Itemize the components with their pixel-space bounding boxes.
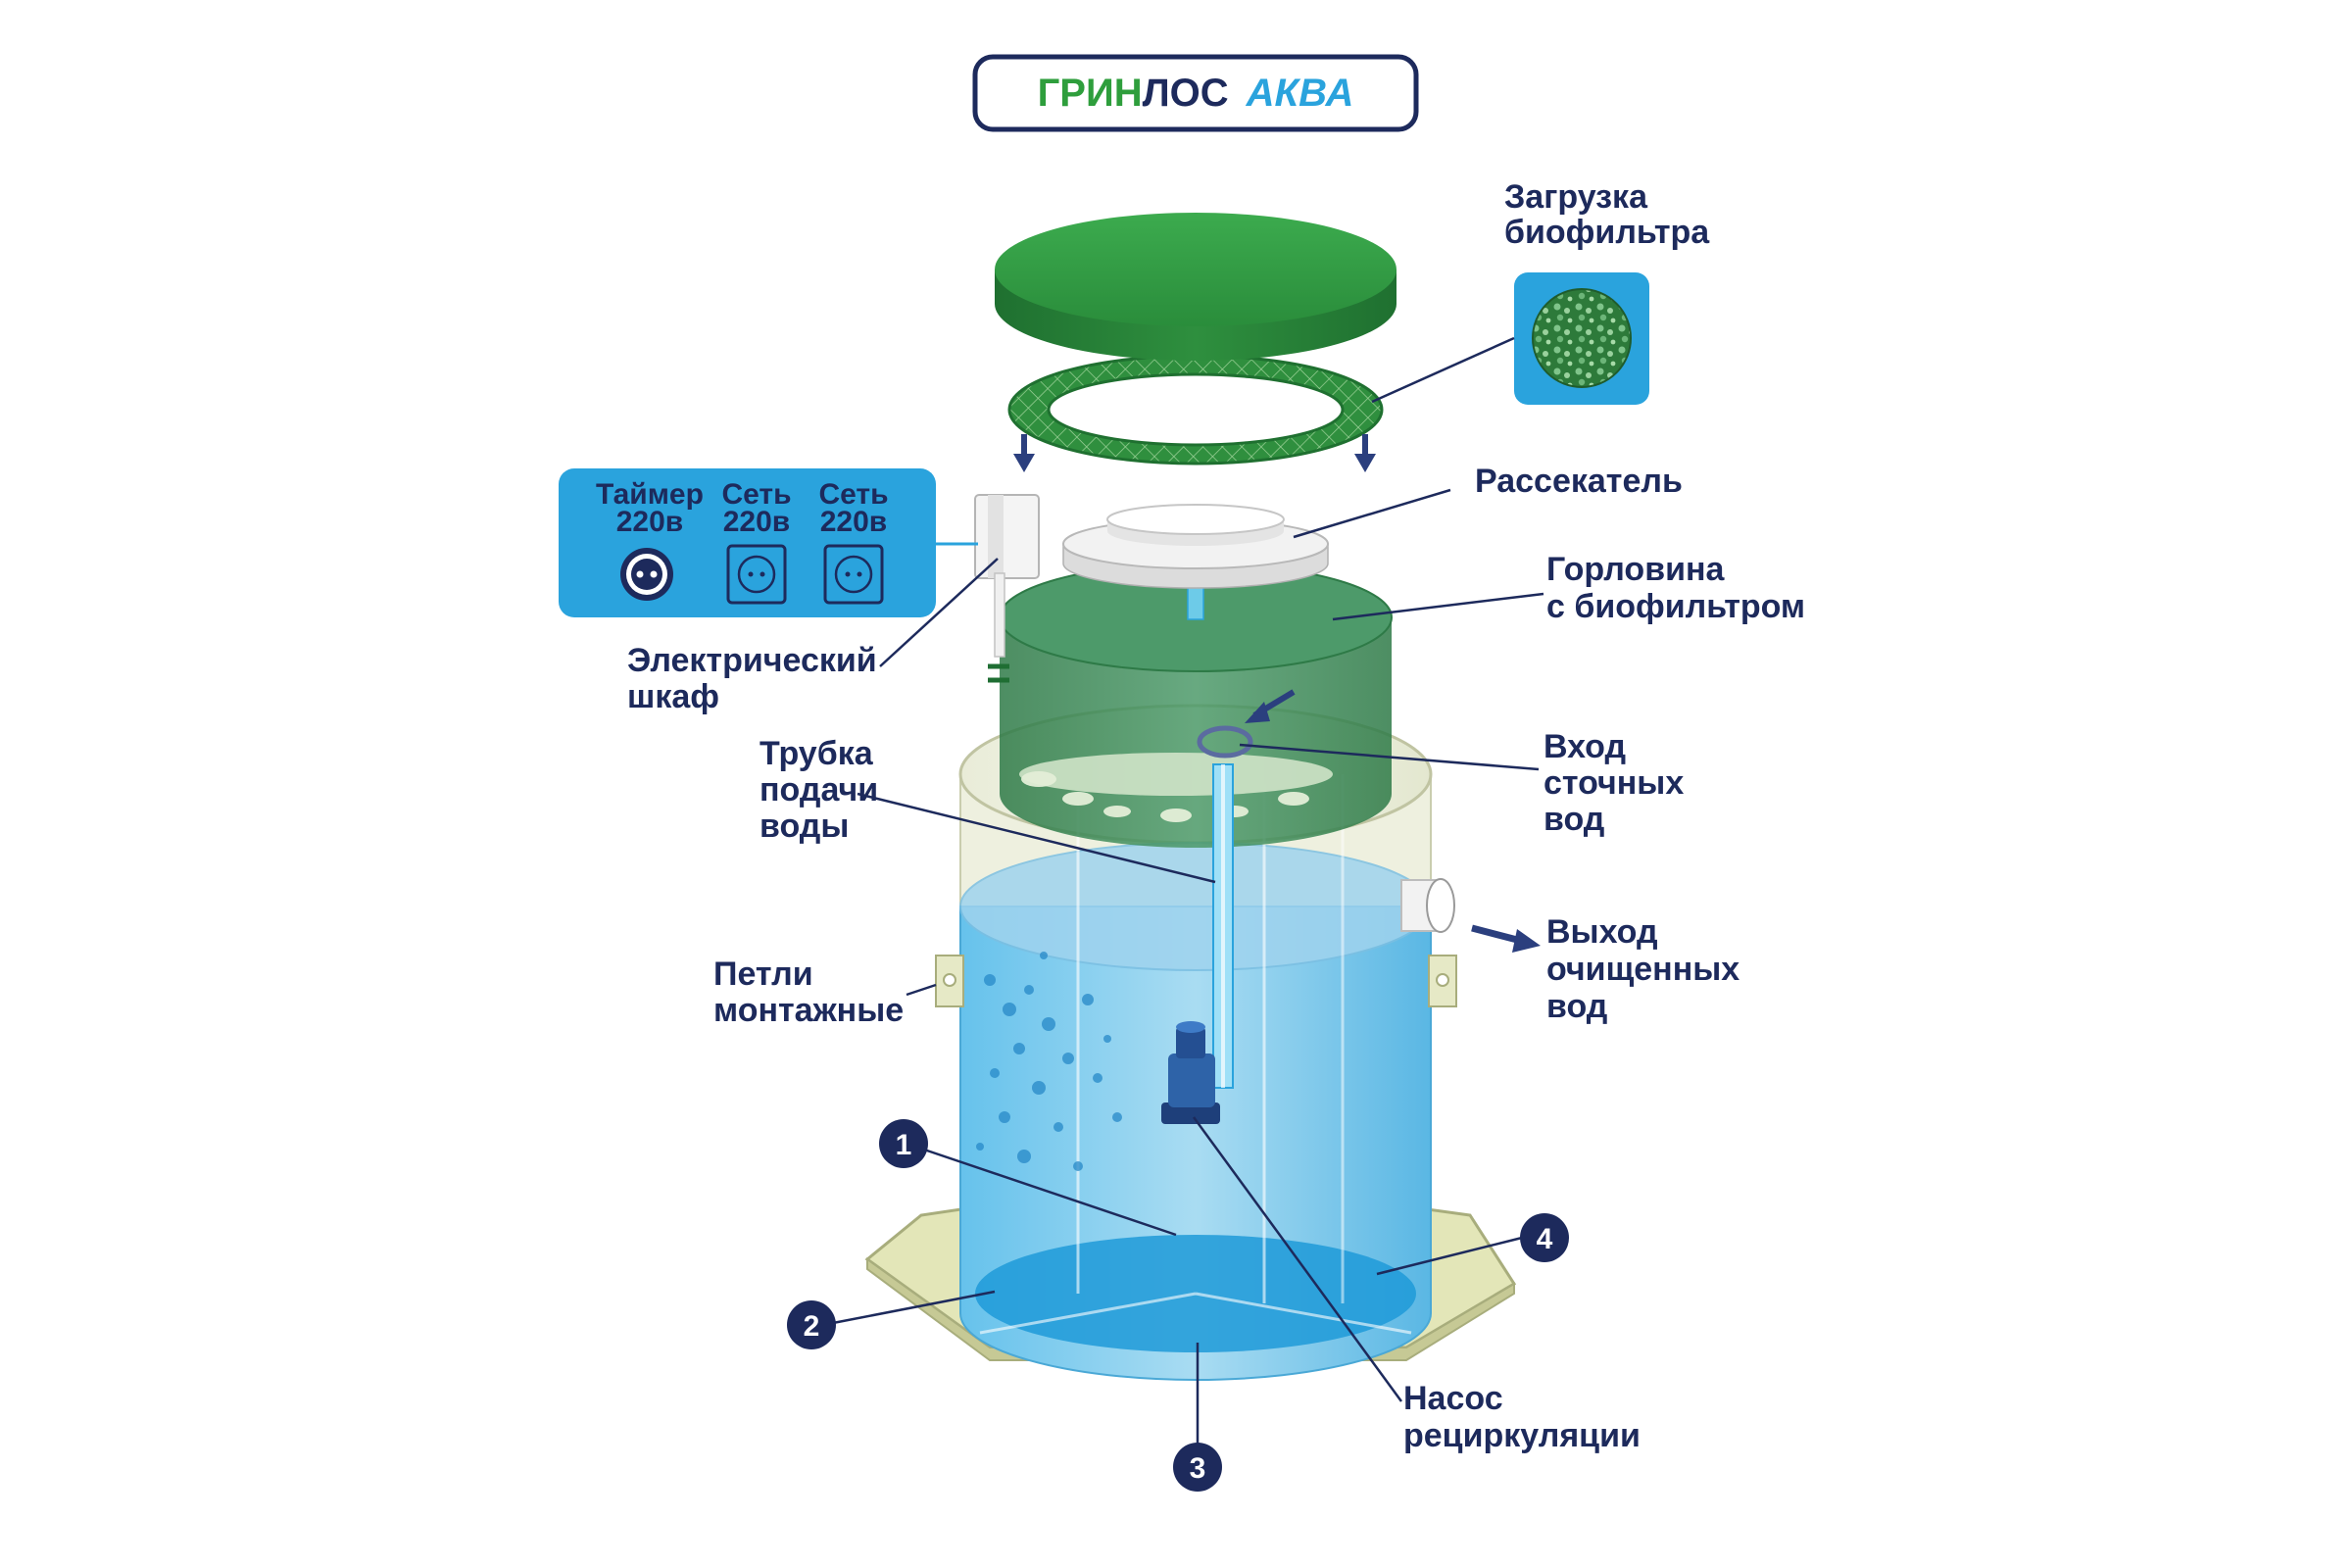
lid bbox=[995, 213, 1396, 361]
marker-1: 1 bbox=[879, 1119, 928, 1168]
logo-part-grin: ГРИН bbox=[1038, 72, 1143, 115]
leader-marker-1 bbox=[920, 1147, 1177, 1237]
socket-timer-voltage: 220в bbox=[616, 506, 684, 538]
socket-panel: Таймер 220в Сеть 220в Сеть 220в bbox=[559, 468, 978, 617]
biofilter-load-ring bbox=[1007, 354, 1384, 466]
leader-marker-4 bbox=[1376, 1236, 1523, 1276]
marker-4-label: 4 bbox=[1537, 1223, 1553, 1255]
logo-text: ГРИНЛОС АКВА bbox=[1038, 72, 1354, 115]
down-arrow-left-icon bbox=[1013, 434, 1035, 472]
leader-pump bbox=[1192, 1116, 1403, 1402]
socket-network-2-voltage: 220в bbox=[820, 506, 888, 538]
label-outlet: Выход очищенных вод bbox=[1546, 913, 1749, 1025]
electrical-cabinet bbox=[974, 494, 1040, 658]
label-loops: Петли монтажные bbox=[713, 956, 904, 1029]
biofilter-load-swatch bbox=[1514, 272, 1649, 405]
diffuser bbox=[1062, 504, 1329, 620]
inlet-ring bbox=[1197, 725, 1253, 759]
aeration-bubbles bbox=[976, 952, 1122, 1171]
outlet-pipe bbox=[1400, 878, 1455, 933]
leader-neck bbox=[1332, 592, 1544, 621]
socket-network-2: Сеть 220в bbox=[818, 478, 889, 605]
socket-network-1-title: Сеть bbox=[721, 478, 791, 511]
marker-2-label: 2 bbox=[804, 1310, 820, 1343]
recirculation-pump bbox=[1161, 1021, 1220, 1124]
water-supply-tube bbox=[1212, 763, 1234, 1089]
leader-inlet bbox=[1239, 743, 1540, 771]
marker-2: 2 bbox=[787, 1300, 836, 1349]
label-pump: Насос рециркуляции bbox=[1403, 1380, 1641, 1454]
mounting-loop-left bbox=[935, 955, 964, 1007]
logo: ГРИНЛОС АКВА bbox=[972, 54, 1419, 132]
leader-loops bbox=[906, 983, 937, 997]
leader-biofilter-load bbox=[1371, 336, 1515, 404]
leader-marker-2 bbox=[832, 1290, 996, 1325]
round-socket-icon bbox=[620, 548, 673, 601]
mounting-loop-right bbox=[1428, 955, 1457, 1007]
label-neck: Горловина с биофильтром bbox=[1546, 551, 1805, 625]
marker-3: 3 bbox=[1173, 1443, 1222, 1492]
logo-part-akva: АКВА bbox=[1246, 72, 1354, 115]
marker-3-label: 3 bbox=[1190, 1452, 1206, 1485]
logo-part-los: ЛОС bbox=[1143, 72, 1229, 115]
socket-network-2-title: Сеть bbox=[818, 478, 888, 511]
label-cabinet: Электрический шкаф bbox=[627, 642, 886, 715]
leader-cabinet bbox=[879, 558, 999, 667]
square-socket-icon bbox=[726, 544, 787, 605]
leader-lines bbox=[832, 336, 1544, 1460]
down-arrow-right-icon bbox=[1354, 434, 1376, 472]
square-socket-icon bbox=[823, 544, 884, 605]
label-inlet: Вход сточных вод bbox=[1544, 728, 1693, 838]
marker-4: 4 bbox=[1520, 1213, 1569, 1262]
leader-supply-tube bbox=[857, 792, 1216, 884]
socket-timer-title: Таймер bbox=[596, 478, 704, 511]
socket-timer: Таймер 220в bbox=[596, 478, 704, 601]
label-supply-tube: Трубка подачи воды bbox=[760, 735, 888, 845]
socket-network-1-voltage: 220в bbox=[723, 506, 791, 538]
outlet-arrow-icon bbox=[1471, 924, 1541, 953]
label-diffuser: Рассекатель bbox=[1475, 463, 1683, 500]
leader-diffuser bbox=[1293, 488, 1451, 539]
inlet-arrow-icon bbox=[1245, 689, 1296, 723]
marker-1-label: 1 bbox=[896, 1129, 912, 1161]
socket-network-1: Сеть 220в bbox=[721, 478, 792, 605]
label-biofilter-load: Загрузка биофильтра bbox=[1504, 178, 1710, 251]
